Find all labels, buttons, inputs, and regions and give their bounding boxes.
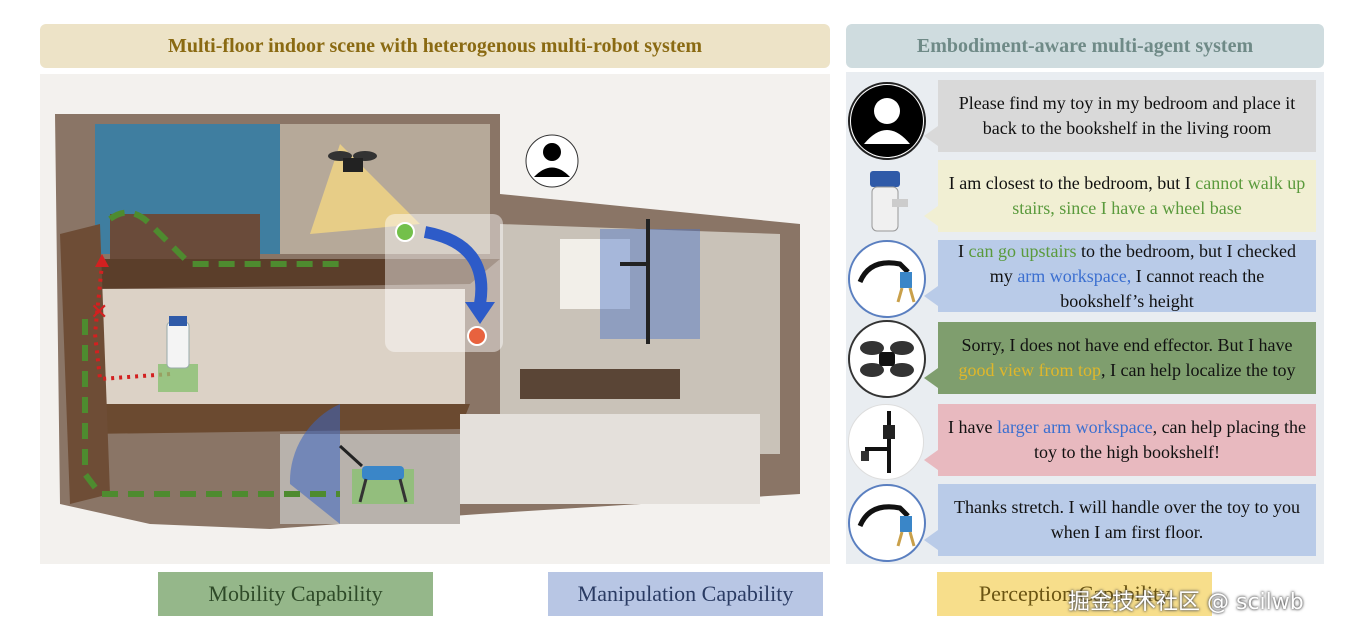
agent-system-header: Embodiment-aware multi-agent system (846, 24, 1324, 68)
staircase (60, 224, 110, 504)
message-text-segment: to the bedroom, but I checked my (989, 240, 1296, 286)
message-text-segment: , can help placing the toy to the high b… (1034, 417, 1307, 462)
message-text: Sorry, I does not have end effector. But… (946, 333, 1308, 383)
message-text-segment: larger arm workspace (996, 417, 1153, 437)
manipulation-capability-label: Manipulation Capability (548, 572, 823, 616)
message-bubble-stretch: I have larger arm workspace, can help pl… (938, 404, 1316, 476)
user-avatar (848, 82, 926, 160)
transfer-panel (385, 214, 503, 352)
message-text: Please find my toy in my bedroom and pla… (946, 91, 1308, 141)
message-text: I have larger arm workspace, can help pl… (946, 415, 1308, 465)
message-bubble-quadruped: I can go upstairs to the bedroom, but I … (938, 240, 1316, 312)
stretch-avatar (848, 404, 924, 480)
message-bubble-drone: Sorry, I does not have end effector. But… (938, 322, 1316, 394)
stretch-robot-icon (861, 411, 895, 473)
scene-header: Multi-floor indoor scene with heterogeno… (40, 24, 830, 68)
bubble-tail (924, 206, 938, 226)
quadruped-arm-robot-icon (857, 504, 916, 547)
quadruped-workspace-area (289, 404, 340, 524)
message-bubble-quadruped-reply: Thanks stretch. I will handle over the t… (938, 484, 1316, 556)
message-text-segment: good view from top (958, 360, 1102, 380)
quadruped-arm-robot-icon (857, 260, 916, 303)
living-room (85, 289, 465, 409)
drone-view-cone (310, 144, 420, 234)
mobility-capability-label: Mobility Capability (158, 572, 433, 616)
drone-icon (860, 341, 914, 377)
message-text-segment: I am closest to the bedroom, but I (948, 173, 1196, 193)
quadruped-robot (338, 444, 414, 504)
message-bubble-mobile-manipulator: I am closest to the bedroom, but I canno… (938, 160, 1316, 232)
mobility-path (82, 209, 340, 497)
message-text-segment: I cannot reach the bookshelf’s height (1060, 265, 1265, 311)
goal-point-marker (467, 326, 487, 346)
message-text-segment: I have (947, 417, 997, 437)
user-icon (851, 85, 923, 157)
start-point-marker (395, 222, 415, 242)
message-text: I am closest to the bedroom, but I canno… (946, 171, 1308, 221)
message-text-segment: , I can help localize the toy (1101, 360, 1296, 380)
message-text-segment: cannot walk up stairs, since I have a wh… (1012, 173, 1306, 218)
message-text-segment: Sorry, I does not have end effector. But… (961, 335, 1293, 355)
message-text-segment: Please find my toy in my bedroom and pla… (958, 93, 1296, 138)
perception-capability-label: Perception Capability (937, 572, 1212, 616)
bubble-tail (924, 286, 938, 306)
bubble-tail (924, 126, 938, 146)
message-text-segment: I (958, 240, 969, 261)
mobile-manipulator-robot (158, 316, 198, 392)
bubble-tail (924, 368, 938, 388)
transfer-arrow (423, 226, 488, 305)
bubble-tail (924, 450, 938, 470)
message-text: I can go upstairs to the bedroom, but I … (946, 239, 1308, 314)
drone (328, 151, 377, 172)
quadruped-arm-avatar-1 (848, 240, 926, 318)
blocked-cross-icon: ✕ (90, 300, 108, 325)
user-avatar-in-scene (525, 134, 579, 188)
chat-panel (846, 72, 1324, 564)
drone-avatar (848, 320, 926, 398)
mobile-manipulator-robot-icon (870, 171, 908, 232)
message-bubble-user: Please find my toy in my bedroom and pla… (938, 80, 1316, 152)
message-text-segment: Thanks stretch. I will handle over the t… (954, 497, 1300, 542)
message-text: Thanks stretch. I will handle over the t… (946, 495, 1308, 545)
watermark: 掘金技术社区 @ scilwb (1068, 590, 1304, 615)
mobile-manipulator-avatar (848, 165, 922, 239)
message-text-segment: can go upstairs (968, 240, 1077, 261)
multi-floor-scene-illustration: ✕ (40, 74, 830, 564)
house-cutaway-graphic: ✕ (55, 114, 800, 529)
stretch-robot (620, 219, 650, 344)
bubble-tail (924, 530, 938, 550)
quadruped-arm-avatar-2 (848, 484, 926, 562)
message-text-segment: arm workspace, (1017, 265, 1132, 286)
